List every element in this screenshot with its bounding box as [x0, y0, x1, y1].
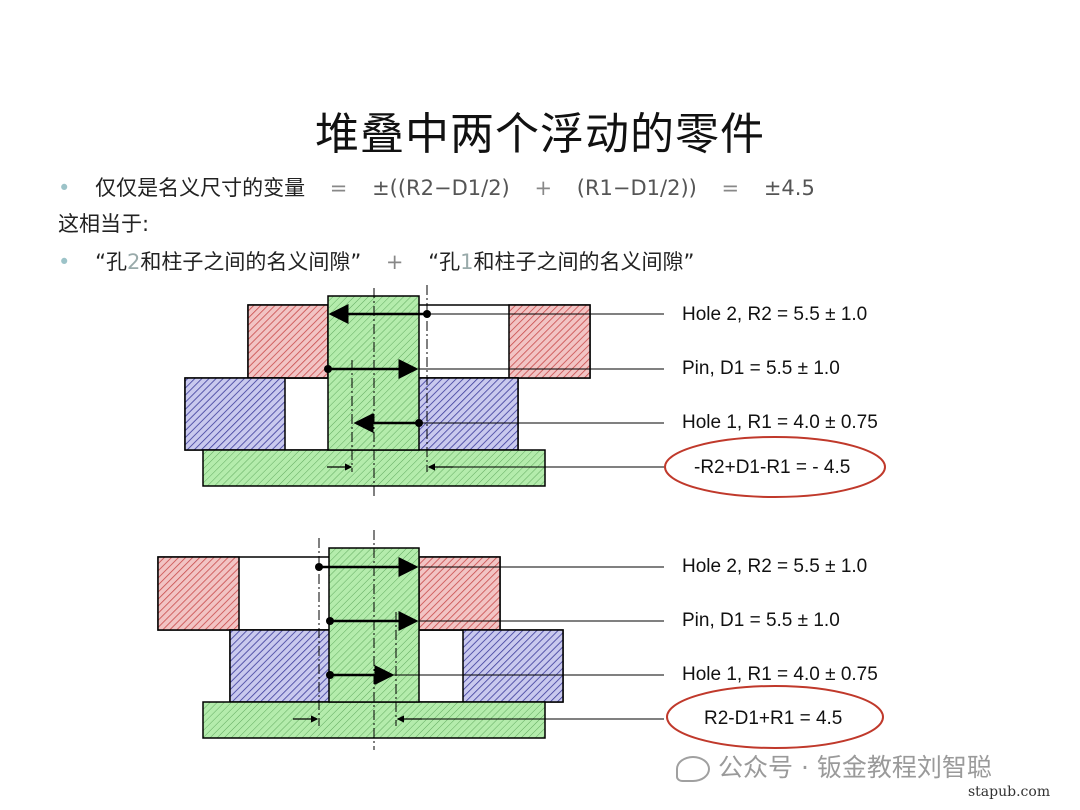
watermark: 公众号 · 钣金教程刘智聪: [676, 748, 992, 784]
formula-part-b: (R1−D1/2)): [576, 176, 697, 200]
watermark-text: 公众号 · 钣金教程刘智聪: [718, 753, 992, 782]
equals-sign-1: =: [329, 176, 348, 200]
hole2-left-block: [247, 304, 329, 379]
hole1-right-block: [462, 629, 564, 703]
result-text: R2-D1+R1 = 4.5: [704, 708, 842, 729]
result-text: -R2+D1-R1 = - 4.5: [694, 457, 850, 478]
clearance-a-pre: “孔: [95, 250, 127, 274]
label-hole2: Hole 2, R2 = 5.5 ± 1.0: [682, 304, 867, 325]
clearance-a-post: 和柱子之间的名义间隙”: [140, 250, 362, 274]
hole2-right-block: [418, 556, 501, 631]
formula-result: ±4.5: [763, 176, 815, 200]
formula-part-a: ±((R2−D1/2): [372, 176, 510, 200]
label-hole2: Hole 2, R2 = 5.5 ± 1.0: [682, 556, 867, 577]
hole1-left-block: [229, 629, 331, 703]
bullet-line-3: • “孔2和柱子之间的名义间隙” + “孔1和柱子之间的名义间隙”: [58, 246, 694, 276]
hole1-right-block: [417, 377, 519, 451]
label-hole1: Hole 1, R1 = 4.0 ± 0.75: [682, 664, 878, 685]
clearance-plus: +: [385, 250, 404, 274]
bullet-line-1: • 仅仅是名义尺寸的变量 = ±((R2−D1/2) + (R1−D1/2)) …: [58, 172, 815, 202]
label-pin: Pin, D1 = 5.5 ± 1.0: [682, 358, 840, 379]
site-url: stapub.com: [968, 784, 1051, 800]
wechat-icon: [676, 756, 710, 782]
hole2-right-block: [508, 304, 591, 379]
clearance-a-num: 2: [126, 250, 141, 274]
label-pin: Pin, D1 = 5.5 ± 1.0: [682, 610, 840, 631]
result-ellipse: [666, 685, 884, 749]
label-hole1: Hole 1, R1 = 4.0 ± 0.75: [682, 412, 878, 433]
plus-sign: +: [534, 176, 553, 200]
top-stackup: Hole 2, R2 = 5.5 ± 1.0 Pin, D1 = 5.5 ± 1…: [184, 285, 886, 498]
variation-text: 仅仅是名义尺寸的变量: [95, 176, 306, 200]
result-ellipse: [664, 436, 886, 498]
page-title: 堆叠中两个浮动的零件: [315, 109, 765, 160]
bullet-dot: •: [58, 176, 71, 200]
hole2-left-block: [157, 556, 240, 631]
clearance-b-pre: “孔: [428, 250, 461, 274]
clearance-b-num: 1: [460, 250, 474, 274]
equals-sign-2: =: [721, 176, 740, 200]
hole1-left-block: [184, 377, 286, 451]
bullet-dot: •: [58, 250, 71, 274]
bottom-stackup: Hole 2, R2 = 5.5 ± 1.0 Pin, D1 = 5.5 ± 1…: [157, 530, 884, 750]
equivalent-line: 这相当于:: [58, 212, 150, 236]
clearance-b-post: 和柱子之间的名义间隙”: [473, 250, 695, 274]
